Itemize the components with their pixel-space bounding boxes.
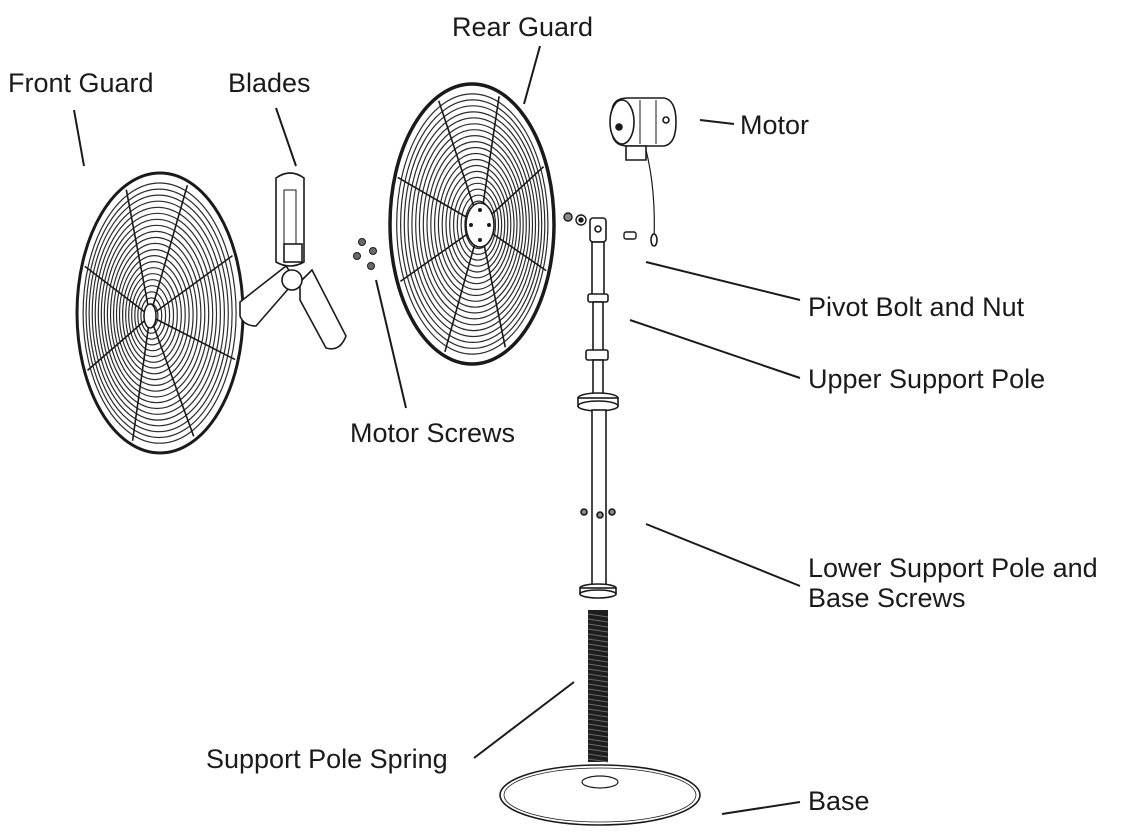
blades-part bbox=[239, 172, 347, 350]
leader-blades bbox=[275, 107, 297, 167]
rear-guard-part bbox=[388, 82, 556, 366]
upper-support-pole-label: Upper Support Pole bbox=[808, 364, 1046, 394]
base-part bbox=[499, 764, 701, 826]
pivot-bolt-nut-label: Pivot Bolt and Nut bbox=[808, 292, 1025, 322]
motor-screws-part bbox=[353, 238, 377, 270]
leader-spring bbox=[473, 681, 575, 759]
leader-lower-pole bbox=[645, 523, 801, 587]
support-pole-spring-part bbox=[587, 610, 609, 763]
blades-label: Blades bbox=[228, 68, 311, 98]
leader-motor bbox=[699, 119, 735, 125]
base-label: Base bbox=[808, 786, 870, 816]
upper-support-pole-part bbox=[577, 217, 619, 412]
leader-rear-guard bbox=[523, 45, 541, 105]
front-guard-label: Front Guard bbox=[8, 68, 154, 98]
leader-lines bbox=[73, 45, 801, 815]
motor-screws-label: Motor Screws bbox=[350, 418, 516, 448]
lower-support-pole-label-line1: Lower Support Pole and bbox=[808, 553, 1098, 583]
leader-front-guard bbox=[73, 109, 85, 167]
leader-base bbox=[721, 801, 801, 815]
lower-support-pole-part bbox=[579, 409, 617, 599]
front-guard-part bbox=[75, 171, 245, 455]
leader-upper-pole bbox=[629, 319, 801, 379]
lower-support-pole-label-line2: Base Screws bbox=[808, 583, 966, 613]
pivot-bolt-nut-part bbox=[563, 212, 637, 240]
motor-part bbox=[609, 97, 677, 247]
motor-label: Motor bbox=[740, 110, 810, 140]
rear-guard-label: Rear Guard bbox=[452, 12, 594, 42]
leader-motor-screws bbox=[375, 279, 407, 409]
leader-pivot-bolt bbox=[645, 261, 801, 301]
support-pole-spring-label: Support Pole Spring bbox=[206, 744, 448, 774]
lower-support-pole-label: Lower Support Pole and Base Screws bbox=[808, 553, 1098, 613]
